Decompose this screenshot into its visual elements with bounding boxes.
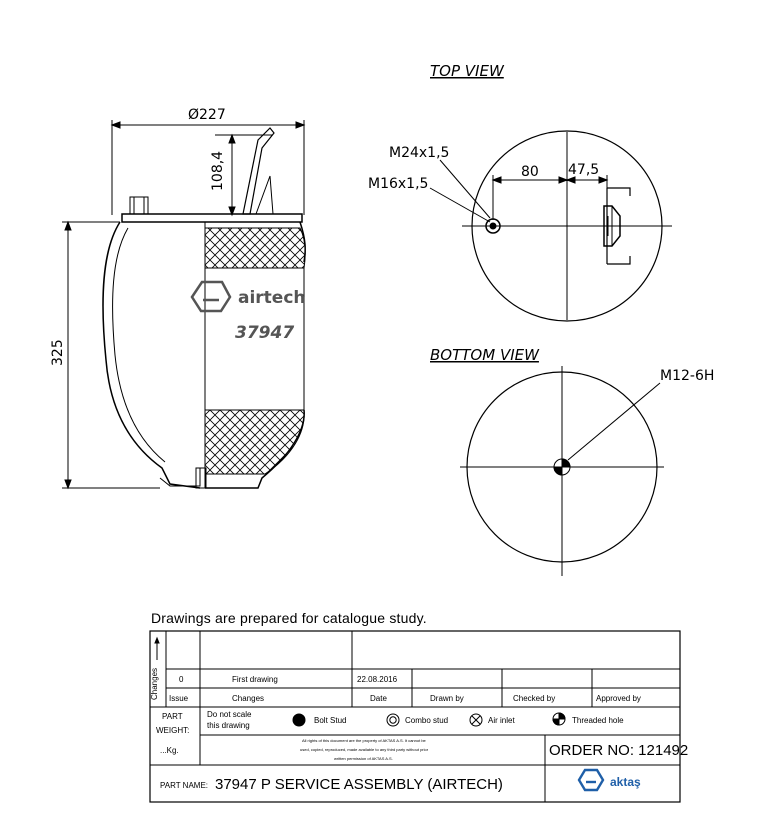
title-block [149, 630, 681, 803]
legend-combo-stud: Combo stud [405, 716, 448, 725]
dim-80-label: 80 [521, 164, 539, 180]
bottom-view-title: BOTTOM VIEW [430, 346, 540, 364]
legend-bolt-stud: Bolt Stud [314, 716, 346, 725]
height-label: 325 [50, 339, 66, 366]
part-code-label: 37947 [235, 323, 294, 343]
top-view [429, 130, 672, 322]
legal-line-2: used, copied, reproduced, made available… [300, 747, 429, 752]
bottom-thread-label: M12-6H [660, 368, 714, 384]
kg-label: ...Kg. [160, 746, 179, 755]
legend-air-inlet: Air inlet [488, 716, 515, 725]
issue-value: 0 [179, 675, 184, 684]
weight-label: WEIGHT: [156, 726, 189, 735]
description-value: First drawing [232, 675, 278, 684]
diameter-label: Ø227 [188, 107, 226, 123]
top-view-title: TOP VIEW [430, 62, 505, 80]
col-issue: Issue [169, 694, 189, 703]
thread-secondary-label: M16x1,5 [368, 176, 428, 192]
thread-main-label: M24x1,5 [389, 145, 449, 161]
legal-line-1: All rights of this document are the prop… [302, 738, 427, 743]
brand-label: airtech [238, 288, 306, 308]
do-not-scale-2: this drawing [207, 721, 250, 730]
col-changes: Changes [232, 694, 264, 703]
changes-side-label: Changes [150, 668, 159, 700]
date-value: 22.08.2016 [357, 675, 398, 684]
legend-threaded-hole: Threaded hole [572, 716, 624, 725]
company-name: aktaş [610, 775, 641, 789]
part-label: PART [162, 712, 183, 721]
do-not-scale-1: Do not scale [207, 710, 252, 719]
side-view [62, 120, 306, 490]
col-approved: Approved by [596, 694, 641, 703]
col-date: Date [370, 694, 387, 703]
col-checked: Checked by [513, 694, 555, 703]
top-height-label: 108,4 [210, 151, 226, 191]
col-drawn: Drawn by [430, 694, 464, 703]
part-name-label: PART NAME: [160, 781, 208, 790]
part-name-value: 37947 P SERVICE ASSEMBLY (AIRTECH) [215, 776, 503, 793]
dim-47-label: 47,5 [568, 162, 599, 178]
legal-line-3: written permission of AKTAS A.S. [334, 756, 393, 761]
order-number: ORDER NO: 121492 [549, 742, 688, 759]
catalogue-note: Drawings are prepared for catalogue stud… [151, 610, 427, 626]
bottom-view [460, 366, 664, 576]
